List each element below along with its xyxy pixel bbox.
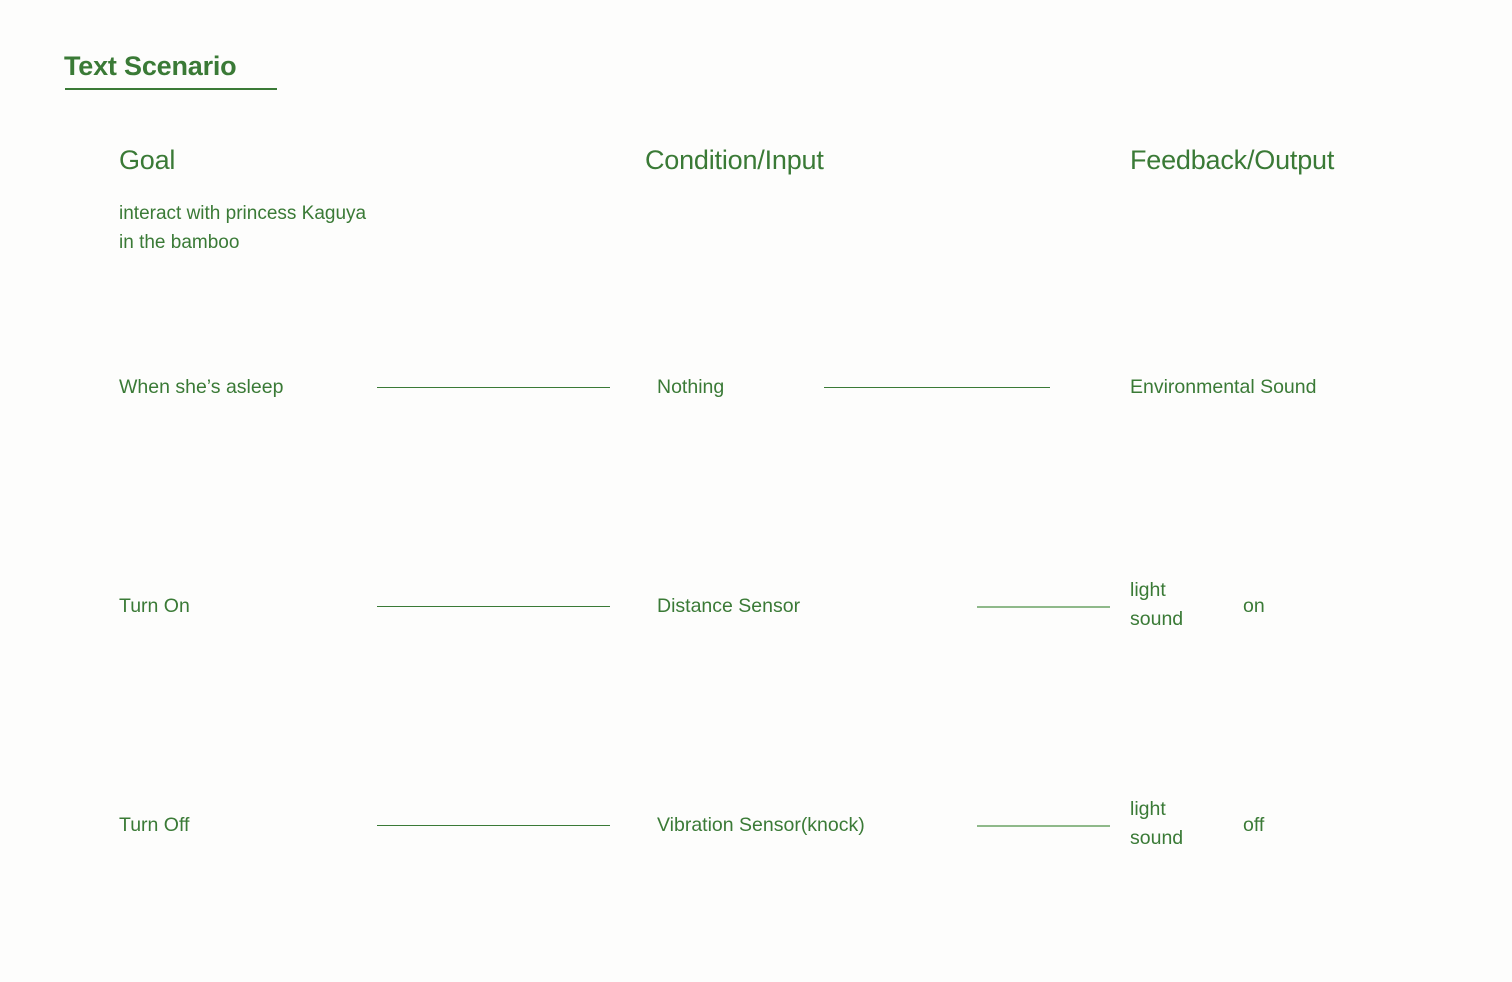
- goal-subtitle: interact with princess Kaguya in the bam…: [119, 203, 367, 253]
- row-feedback-text: Environmental Sound: [1130, 376, 1317, 398]
- scenario-row: When she’s asleep Nothing Environmental …: [0, 370, 1512, 440]
- column-header-feedback: Feedback/Output: [1130, 145, 1335, 175]
- row-feedback-state: on: [1243, 595, 1265, 617]
- row-goal-text: Turn Off: [119, 814, 190, 836]
- row-goal-text: When she’s asleep: [119, 376, 284, 398]
- connector-line-goal-to-condition: [377, 606, 610, 607]
- row-condition-text: Distance Sensor: [657, 595, 801, 617]
- page-title: Text Scenario: [64, 51, 237, 81]
- connector-line-condition-to-feedback: [977, 825, 1110, 827]
- column-header-goal: Goal: [119, 145, 176, 175]
- row-condition-text: Nothing: [657, 376, 725, 398]
- row-feedback-modalities: light sound: [1130, 798, 1184, 849]
- column-header-condition: Condition/Input: [645, 145, 824, 175]
- scenario-row: Turn On Distance Sensor light sound on: [0, 579, 1512, 659]
- row-goal-text: Turn On: [119, 595, 190, 617]
- row-feedback-state: off: [1243, 814, 1265, 836]
- row-feedback-modalities: light sound: [1130, 579, 1184, 630]
- connector-line-goal-to-condition: [377, 387, 610, 388]
- scenario-row: Turn Off Vibration Sensor(knock) light s…: [0, 798, 1512, 878]
- row-condition-text: Vibration Sensor(knock): [657, 814, 865, 836]
- connector-line-goal-to-condition: [377, 825, 610, 826]
- connector-line-condition-to-feedback: [824, 387, 1050, 388]
- connector-line-condition-to-feedback: [977, 606, 1110, 608]
- page-title-underline: [65, 88, 277, 90]
